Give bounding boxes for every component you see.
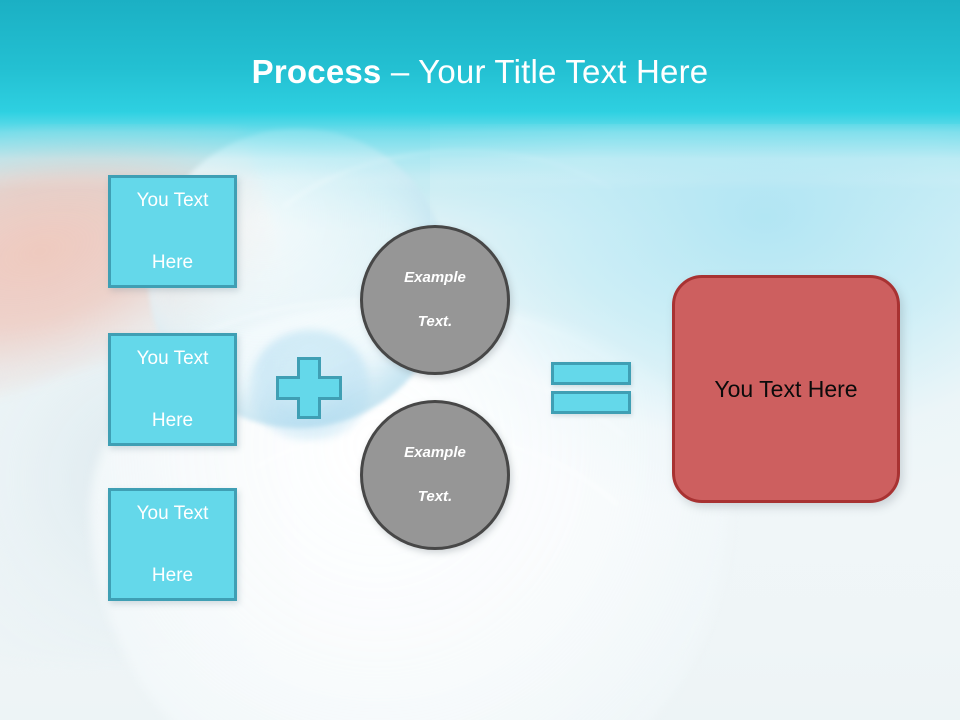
equals-bottom-bar <box>551 391 631 414</box>
input-box-2-line1: You Text <box>136 348 209 369</box>
example-circle-1-line2: Text. <box>417 313 453 330</box>
input-box-1-line1: You Text <box>136 190 209 211</box>
input-box-3-line1: You Text <box>136 503 209 524</box>
input-box-1-line2: Here <box>151 252 194 273</box>
page-title-bold: Process <box>251 53 391 90</box>
example-circle-1-line1: Example <box>404 269 466 286</box>
equals-operator-icon <box>551 362 631 414</box>
input-box-3-line2: Here <box>151 565 194 586</box>
plus-fill-vertical <box>300 360 318 416</box>
input-box-2-line2: Here <box>151 410 194 431</box>
example-circle-2-line1: Example <box>404 444 466 461</box>
example-circle-2-line2: Text. <box>417 488 453 505</box>
plus-operator-icon <box>276 357 342 419</box>
result-box[interactable]: You Text Here <box>672 275 900 503</box>
equals-top-bar <box>551 362 631 385</box>
page-title: Process – Your Title Text Here <box>0 52 960 92</box>
page-title-rest: – Your Title Text Here <box>390 53 709 90</box>
result-box-label: You Text Here <box>714 375 858 402</box>
header-band <box>0 0 960 124</box>
